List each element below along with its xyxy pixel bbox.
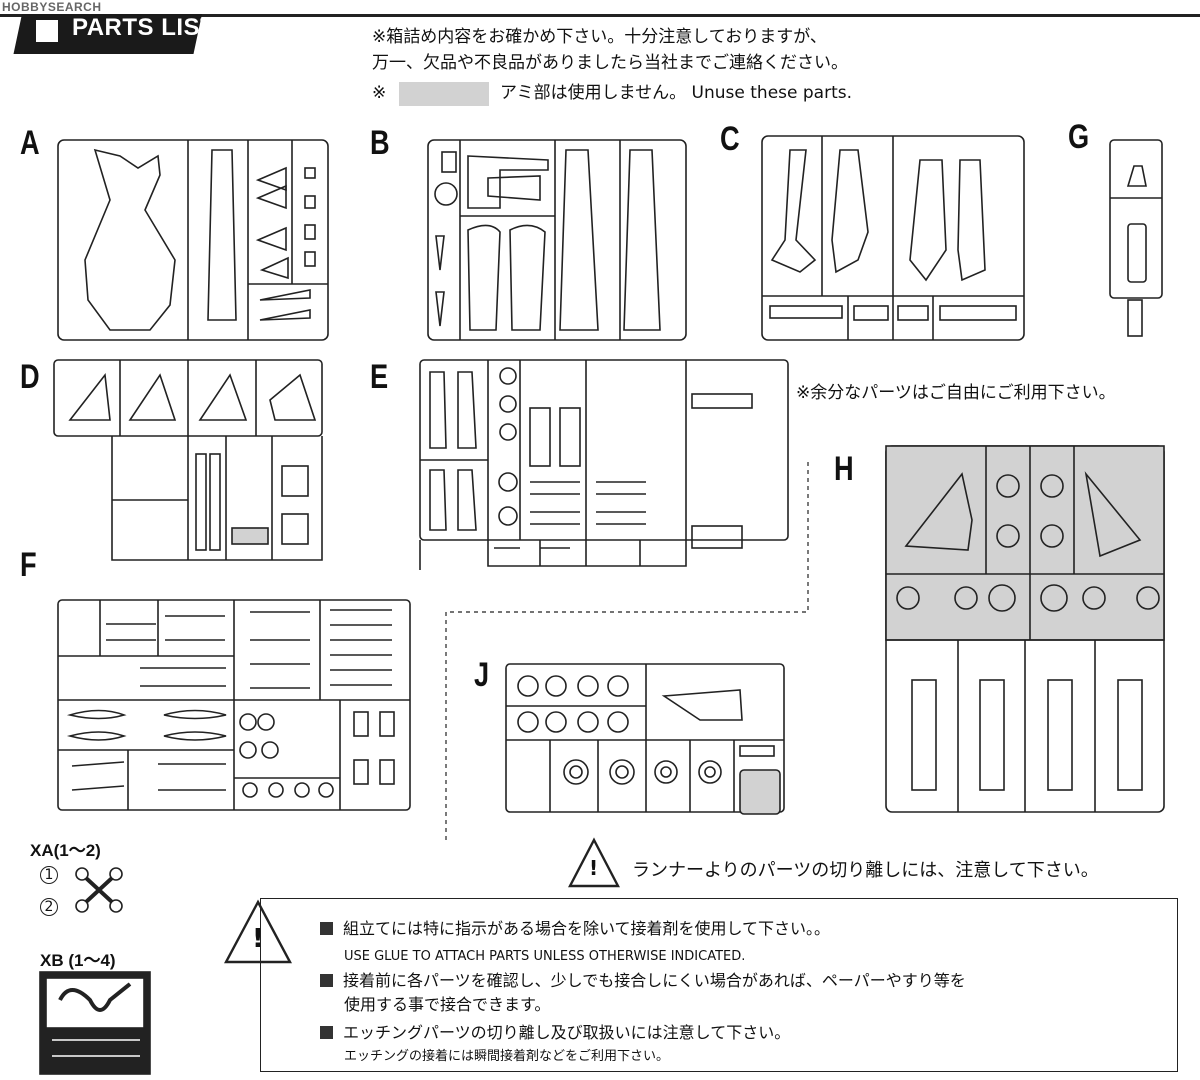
instruction-2: 接着前に各パーツを確認し、少しでも接合しにくい場合があれば、ペーパーやすり等を bbox=[320, 970, 966, 992]
caution-triangle-icon-2 bbox=[224, 899, 292, 964]
sprue-c bbox=[761, 135, 1025, 341]
sprue-h bbox=[885, 445, 1165, 813]
sprue-a bbox=[57, 139, 329, 341]
instruction-3-text: エッチングパーツの切り離し及び取扱いには注意して下さい。 bbox=[343, 1023, 791, 1042]
sprue-letter-a: A bbox=[20, 124, 40, 162]
instruction-1-en: USE GLUE TO ATTACH PARTS UNLESS OTHERWIS… bbox=[344, 949, 746, 964]
page-title: PARTS LIST bbox=[72, 14, 216, 41]
xa-part-1: 1 bbox=[40, 866, 58, 884]
sprue-letter-g: G bbox=[1068, 118, 1090, 156]
caution-triangle-icon bbox=[568, 837, 620, 888]
sprue-b bbox=[427, 139, 687, 341]
sprue-f bbox=[57, 599, 411, 811]
exclamation-icon-2: ! bbox=[252, 924, 264, 954]
etching-xb bbox=[39, 971, 151, 1075]
sprue-letter-h: H bbox=[834, 450, 854, 488]
sprue-letter-b: B bbox=[370, 124, 390, 162]
sprue-letter-e: E bbox=[370, 358, 389, 396]
shaded-swatch bbox=[399, 82, 489, 106]
instruction-3: エッチングパーツの切り離し及び取扱いには注意して下さい。 bbox=[320, 1022, 790, 1044]
unuse-note: アミ部は使用しません。 Unuse these parts. bbox=[500, 83, 853, 103]
sprue-letter-c: C bbox=[720, 120, 740, 158]
etching-xb-label: XB (1～4) bbox=[40, 951, 116, 970]
sprue-letter-f: F bbox=[20, 546, 37, 584]
instruction-1-text: 組立てには特に指示がある場合を除いて接着剤を使用して下さい。。 bbox=[343, 919, 831, 938]
xa-part-2: 2 bbox=[40, 898, 58, 916]
note-line-1: ※箱詰め内容をお確かめ下さい。十分注意しておりますが、 bbox=[372, 27, 827, 47]
etching-xa bbox=[75, 867, 123, 913]
sprue-j bbox=[505, 663, 785, 815]
sprue-g bbox=[1109, 139, 1163, 337]
instruction-2-text: 接着前に各パーツを確認し、少しでも接合しにくい場合があれば、ペーパーやすり等を bbox=[343, 971, 966, 990]
sprue-letter-j: J bbox=[474, 656, 490, 694]
note-line-2: 万一、欠品や不良品がありましたら当社までご連絡ください。 bbox=[372, 53, 848, 73]
bullet-square-icon bbox=[320, 922, 333, 935]
sprue-e bbox=[419, 359, 789, 570]
instruction-2-cont: 使用する事で接合できます。 bbox=[344, 995, 551, 1014]
runner-caution: ランナーよりのパーツの切り離しには、注意して下さい。 bbox=[632, 860, 1099, 881]
unuse-mark: ※ bbox=[372, 83, 387, 103]
exclamation-icon: ! bbox=[589, 856, 599, 880]
header-rule bbox=[0, 14, 1200, 17]
banner-square-icon bbox=[36, 20, 58, 42]
bullet-square-icon bbox=[320, 974, 333, 987]
spare-parts-note: ※余分なパーツはご自由にご利用下さい。 bbox=[796, 383, 1116, 403]
instruction-1: 組立てには特に指示がある場合を除いて接着剤を使用して下さい。。 bbox=[320, 918, 830, 940]
etching-xa-label: XA(1～2) bbox=[30, 841, 101, 860]
sprue-d bbox=[53, 359, 323, 561]
instruction-3-sub: エッチングの接着には瞬間接着剤などをご利用下さい。 bbox=[344, 1049, 670, 1064]
sprue-letter-d: D bbox=[20, 358, 40, 396]
bullet-square-icon bbox=[320, 1026, 333, 1039]
instruction-box bbox=[260, 898, 1178, 1072]
watermark-logo: HOBBYSEARCH bbox=[2, 0, 102, 14]
